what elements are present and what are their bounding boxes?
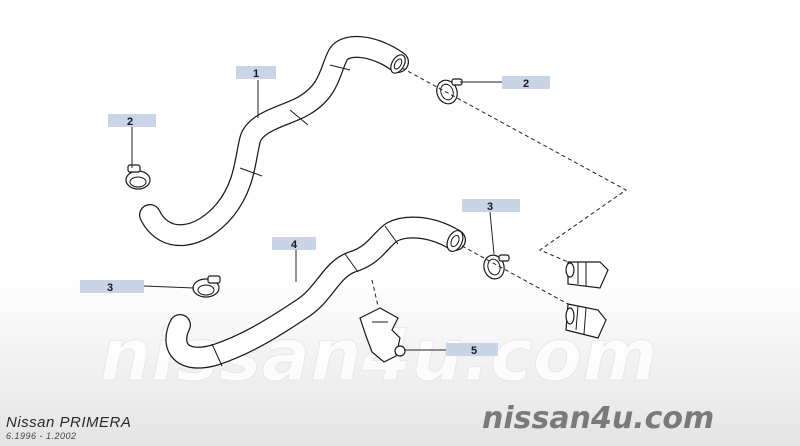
- callout-1: 1: [236, 66, 276, 80]
- clamp-3-left[interactable]: [192, 275, 221, 298]
- clamp-3-right[interactable]: [481, 253, 510, 281]
- callout-5: 5: [446, 343, 498, 357]
- svg-text:5: 5: [471, 345, 477, 357]
- callout-3-right: 3: [462, 199, 520, 213]
- pipe-fitting-lower[interactable]: [565, 303, 607, 339]
- clamp-2-right[interactable]: [433, 77, 463, 106]
- clamp-2-left[interactable]: [125, 164, 151, 190]
- model-years: 6.1996 - 1.2002: [6, 431, 77, 441]
- svg-text:1: 1: [253, 68, 259, 80]
- svg-text:2: 2: [127, 116, 133, 128]
- model-name: Nissan PRIMERA: [6, 414, 132, 431]
- svg-text:3: 3: [107, 282, 113, 294]
- callout-2-right: 2: [502, 76, 550, 90]
- svg-text:3: 3: [487, 201, 493, 213]
- brand-watermark: nissan4u.com: [482, 401, 714, 436]
- svg-text:2: 2: [523, 78, 529, 90]
- assembly-line-upper: [401, 67, 627, 263]
- pipe-fitting-upper[interactable]: [565, 261, 609, 289]
- leader-3-right: [489, 211, 495, 255]
- hose-1[interactable]: [139, 35, 409, 247]
- callout-4: 4: [272, 237, 316, 251]
- callout-3-left: 3: [80, 280, 144, 294]
- svg-text:4: 4: [291, 239, 298, 251]
- leader-3-left: [143, 285, 195, 289]
- assembly-line-lower: [461, 245, 569, 305]
- clip-5[interactable]: [359, 307, 406, 363]
- callout-2-left: 2: [108, 114, 156, 128]
- assembly-line-clip: [371, 279, 379, 307]
- hose-4[interactable]: [165, 216, 466, 369]
